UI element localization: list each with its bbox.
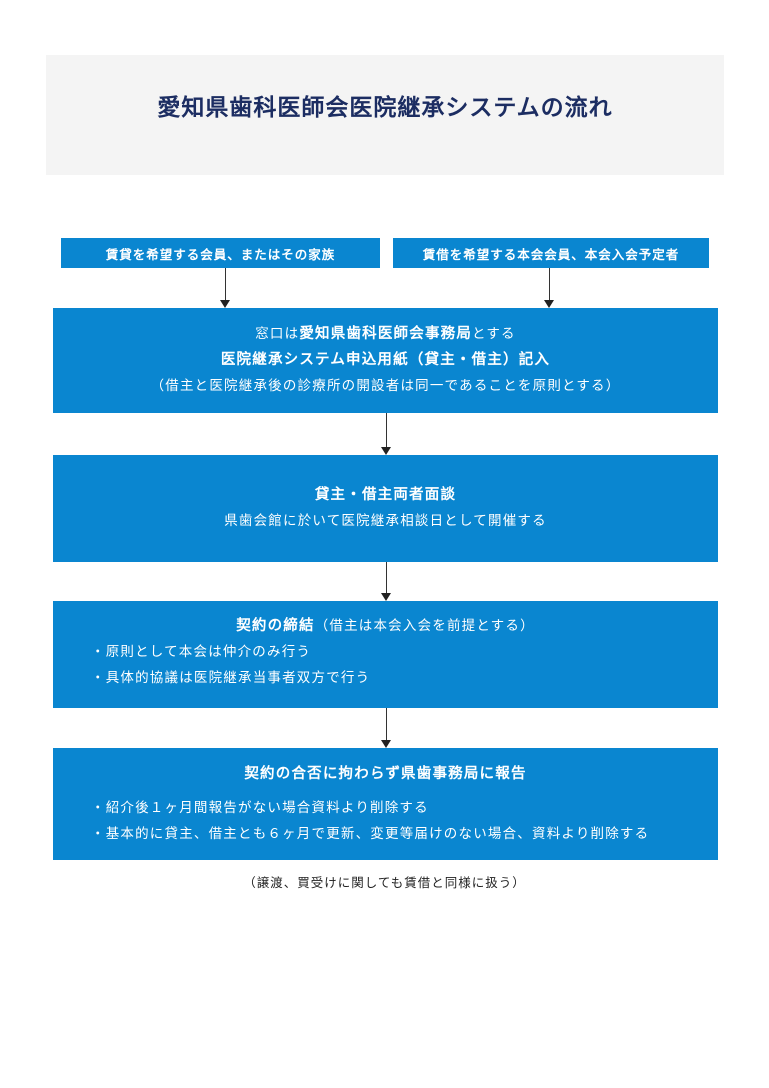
arrow-down-icon: [544, 300, 554, 308]
connector: [225, 268, 226, 300]
bullet: ・具体的協議は医院継承当事者双方で行う: [91, 670, 371, 686]
title-banner: 愛知県歯科医師会医院継承システムの流れ: [46, 55, 724, 175]
step-report: 契約の合否に拘わらず県歯事務局に報告 ・紹介後１ヶ月間報告がない場合資料より削除…: [53, 748, 718, 860]
step-application: 窓口は愛知県歯科医師会事務局とする 医院継承システム申込用紙（貸主・借主）記入 …: [53, 308, 718, 413]
step2-heading: 貸主・借主両者面談: [314, 487, 457, 503]
step-contract: 契約の締結（借主は本会入会を前提とする） ・原則として本会は仲介のみ行う ・具体…: [53, 601, 718, 708]
text: とする: [472, 326, 516, 342]
step1-line2: 医院継承システム申込用紙（貸主・借主）記入: [220, 352, 551, 368]
arrow-down-icon: [381, 447, 391, 455]
step4-heading: 契約の合否に拘わらず県歯事務局に報告: [244, 766, 527, 782]
step2-text: 県歯会館に於いて医院継承相談日として開催する: [224, 513, 547, 529]
text: （借主は本会入会を前提とする）: [314, 618, 535, 634]
connector: [386, 708, 387, 740]
footnote: （譲渡、買受けに関しても賃借と同様に扱う）: [243, 875, 526, 890]
text: 愛知県歯科医師会事務局: [299, 326, 473, 342]
arrow-down-icon: [381, 593, 391, 601]
connector: [549, 268, 550, 300]
step1-line1: 窓口は愛知県歯科医師会事務局とする: [53, 321, 718, 347]
text: 契約の締結: [236, 618, 315, 634]
step-interview: 貸主・借主両者面談 県歯会館に於いて医院継承相談日として開催する: [53, 455, 718, 562]
page-title: 愛知県歯科医師会医院継承システムの流れ: [157, 94, 613, 121]
bullet: ・原則として本会は仲介のみ行う: [91, 644, 312, 660]
lessee-box: 賃借を希望する本会会員、本会入会予定者: [393, 238, 709, 268]
connector: [386, 413, 387, 447]
step3-heading: 契約の締結（借主は本会入会を前提とする）: [53, 613, 718, 639]
step1-line3: （借主と医院継承後の診療所の開設者は同一であることを原則とする）: [150, 378, 621, 394]
text: 窓口は: [255, 326, 300, 342]
connector: [386, 562, 387, 593]
bullet: ・紹介後１ヶ月間報告がない場合資料より削除する: [91, 800, 429, 816]
arrow-down-icon: [381, 740, 391, 748]
bullet: ・基本的に貸主、借主とも６ヶ月で更新、変更等届けのない場合、資料より削除する: [91, 826, 650, 842]
arrow-down-icon: [220, 300, 230, 308]
lessor-box: 賃貸を希望する会員、またはその家族: [61, 238, 380, 268]
